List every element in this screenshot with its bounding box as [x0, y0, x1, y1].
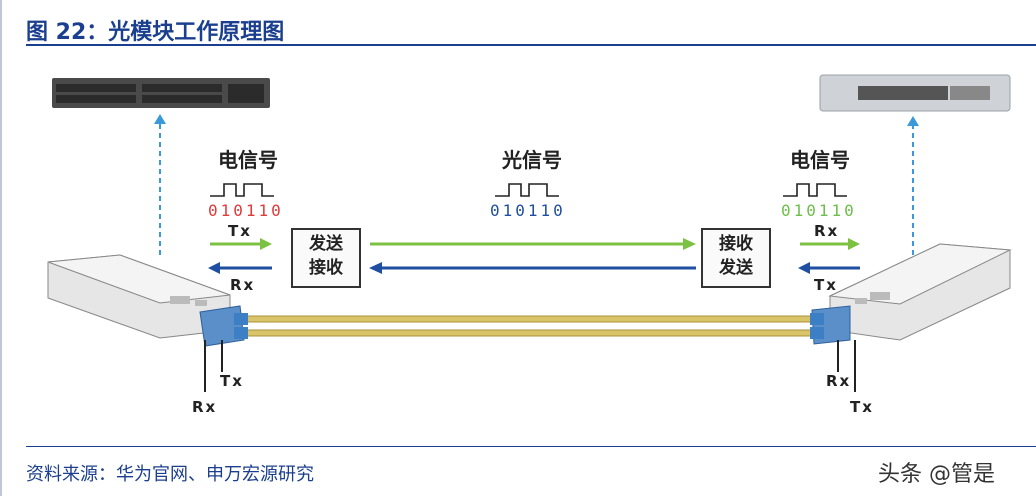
right-box-receive-label: 接收 [719, 234, 753, 254]
left-transceiver-box: 发送 接收 [291, 228, 361, 288]
middle-signal-label: 光信号 [502, 148, 562, 172]
right-server-device [819, 74, 1011, 112]
left-signal-label: 电信号 [218, 148, 278, 172]
optical-forward-arrow [370, 238, 696, 250]
left-optical-module [47, 254, 245, 392]
optical-return-arrow [369, 262, 696, 274]
left-box-receive-label: 接收 [309, 258, 343, 278]
right-bit-sequence: 010110 [781, 201, 857, 220]
left-rx-label: Rx [230, 276, 256, 294]
right-optical-module [811, 243, 1012, 392]
right-port-tx-label: Tx [850, 398, 874, 416]
page-left-border [0, 0, 2, 496]
left-tx-label: Tx [228, 222, 252, 240]
footer-rule [26, 446, 1036, 447]
right-uplink-arrow [907, 116, 919, 255]
left-waveform [210, 183, 274, 197]
right-rx-arrow [800, 238, 860, 250]
left-uplink-arrow [154, 114, 166, 255]
right-waveform [783, 183, 847, 197]
right-transceiver-box: 接收 发送 [701, 228, 771, 288]
left-port-tx-label: Tx [220, 372, 244, 390]
source-note: 资料来源：华为官网、申万宏源研究 [26, 464, 314, 485]
right-tx-arrow [798, 262, 860, 274]
right-rx-label: Rx [814, 222, 840, 240]
right-port-rx-label: Rx [826, 372, 852, 390]
figure-title: 图 22：光模块工作原理图 [26, 20, 285, 45]
right-signal-label: 电信号 [790, 148, 850, 172]
left-rx-arrow [208, 262, 272, 274]
middle-waveform [495, 183, 559, 197]
left-tx-arrow [210, 238, 272, 250]
middle-bit-sequence: 010110 [490, 201, 566, 220]
watermark: 头条 @管是 [878, 462, 995, 487]
right-tx-label: Tx [814, 276, 838, 294]
right-box-send-label: 发送 [719, 258, 753, 278]
left-port-rx-label: Rx [192, 398, 218, 416]
left-box-send-label: 发送 [309, 234, 343, 254]
fiber-cables [234, 313, 824, 339]
left-switch-device [52, 78, 270, 108]
title-rule [26, 44, 1036, 46]
left-bit-sequence: 010110 [208, 201, 284, 220]
